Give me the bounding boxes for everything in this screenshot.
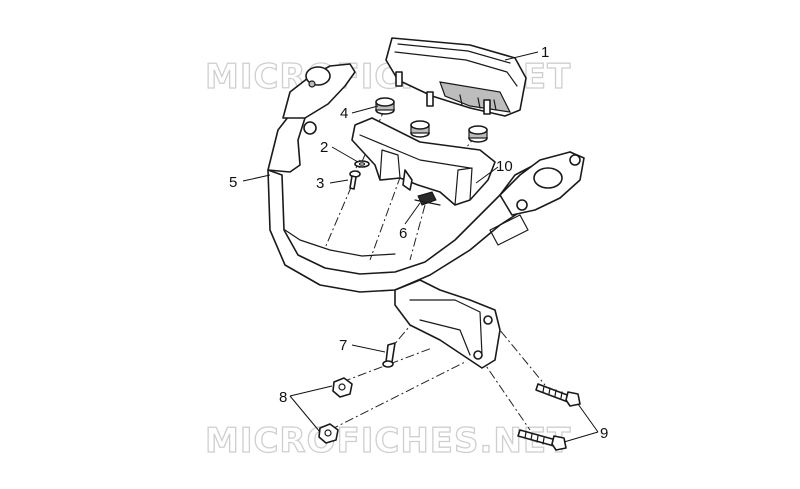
bolt-part [517,383,581,451]
clip-part [414,191,441,206]
callout-2: 2 [320,139,328,156]
callout-8: 8 [279,389,287,406]
callout-7: 7 [339,337,347,354]
grommet-part [375,97,488,143]
callout-4: 4 [340,105,348,122]
callout-1: 1 [541,44,549,61]
callout-3: 3 [316,175,324,192]
screw-part [349,170,361,190]
watermark-bottom: MICROFICHES.NET [205,421,571,461]
panel-stud-left [395,71,403,87]
nut-part [318,377,353,444]
panel-stud-mid [426,91,434,107]
front-frame-part [267,63,585,369]
callout-10: 10 [496,158,513,175]
callout-labels: 1 2 3 4 5 6 7 8 9 10 [229,44,608,442]
leader-lines [242,51,599,443]
callout-9: 9 [600,425,608,442]
support-bracket-part [351,117,496,206]
washer-part [354,160,370,168]
instrument-panel-part [385,37,527,117]
panel-stud-right [483,99,491,115]
screw-small-part [382,342,396,368]
callout-6: 6 [399,225,407,242]
callout-5: 5 [229,174,237,191]
